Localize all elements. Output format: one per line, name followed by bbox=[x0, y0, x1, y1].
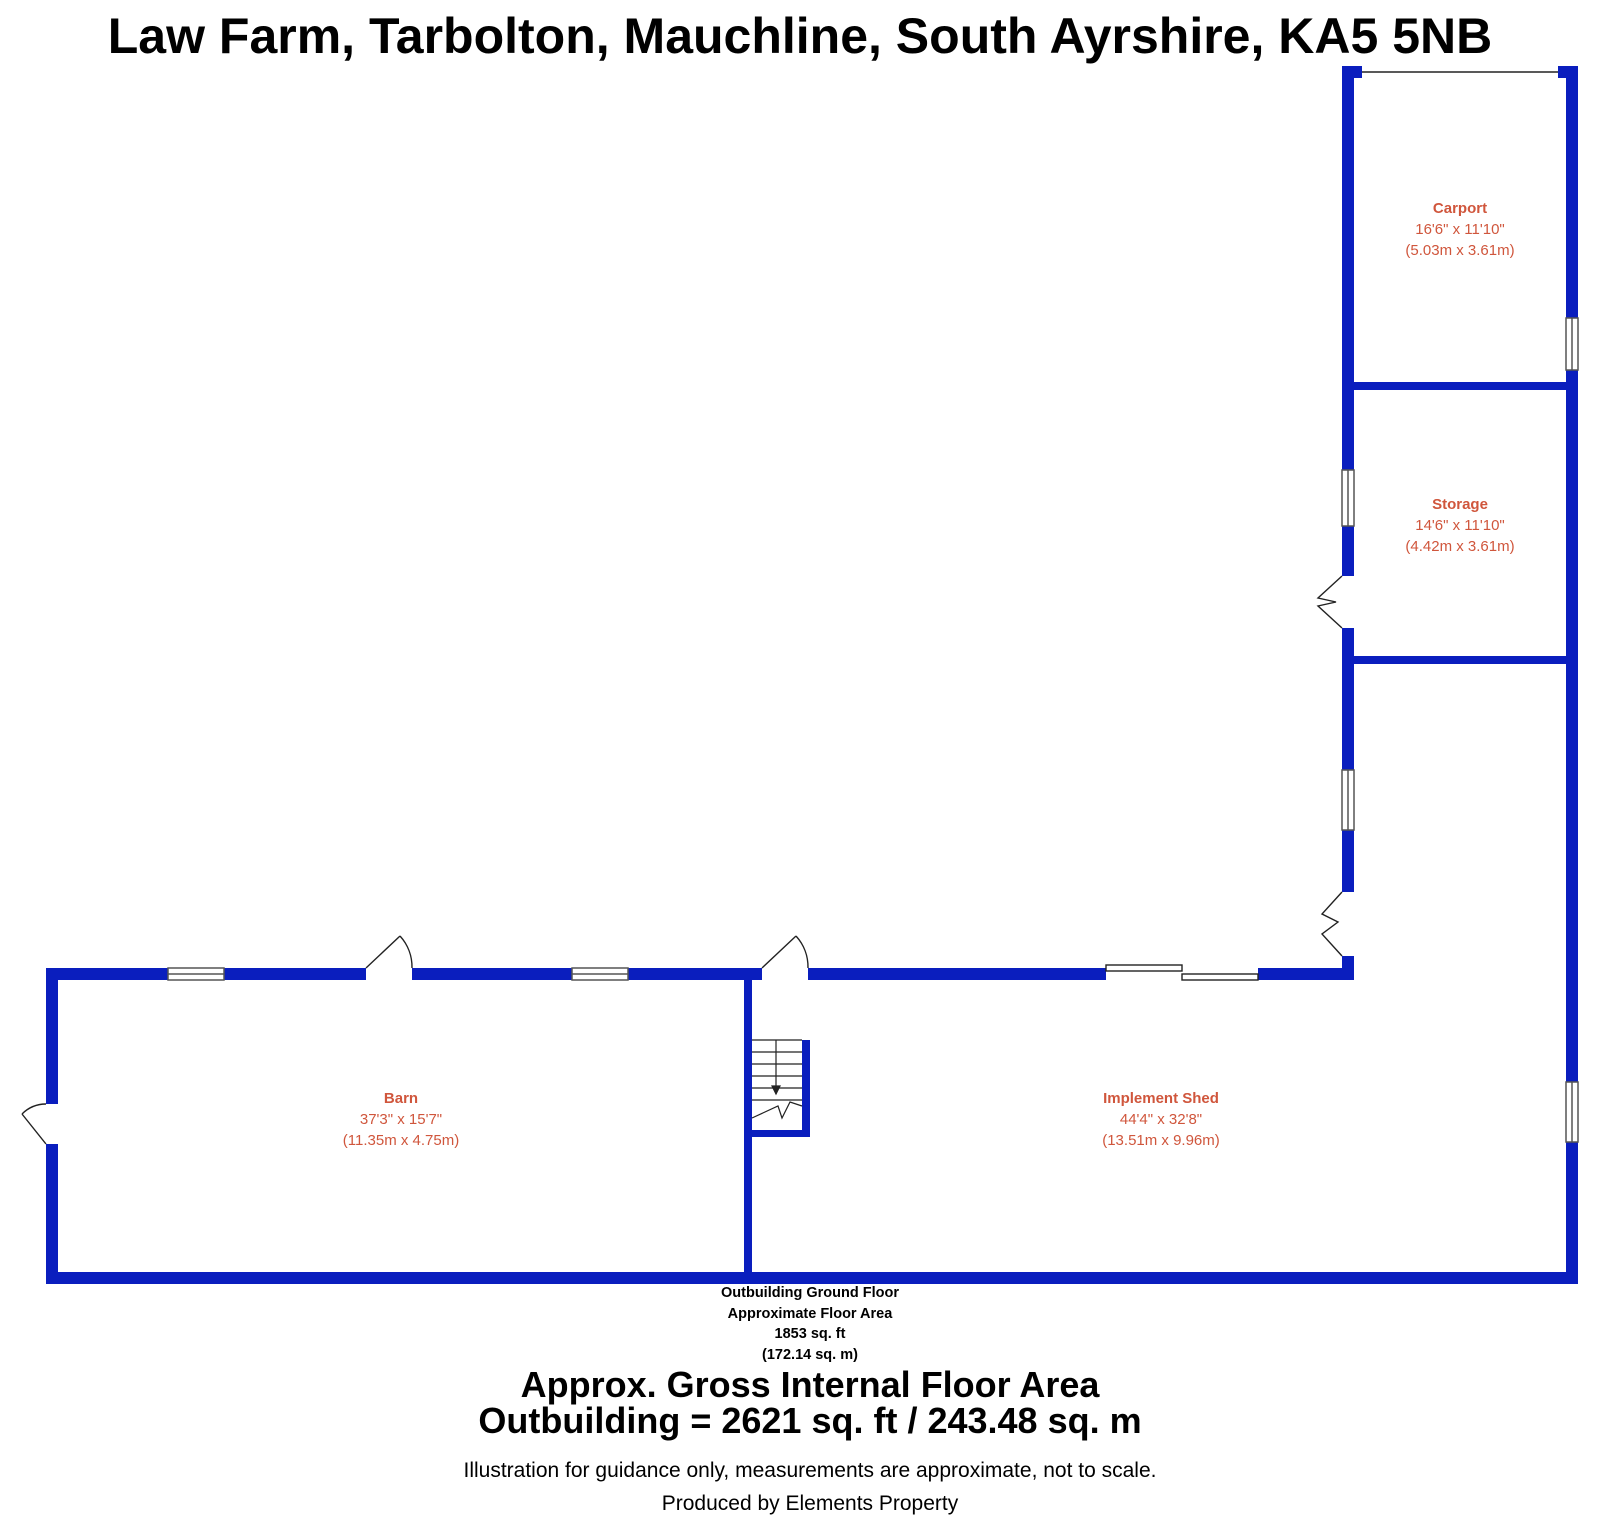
door-storage-double bbox=[1316, 575, 1343, 629]
floor-area-label: Approximate Floor Area bbox=[727, 1305, 893, 1322]
door-shed-north-leaf bbox=[761, 935, 797, 969]
stair-arrow-icon bbox=[771, 1085, 781, 1096]
openings bbox=[21, 71, 1558, 1145]
gross-area-line2: Outbuilding = 2621 sq. ft / 243.48 sq. m bbox=[478, 1400, 1142, 1441]
door-barn-west-leaf bbox=[21, 1113, 47, 1145]
staircase bbox=[751, 1039, 803, 1120]
gross-area-line1: Approx. Gross Internal Floor Area bbox=[520, 1364, 1100, 1405]
wall-top-right-stub bbox=[1558, 66, 1578, 78]
door-barn-west-arc bbox=[21, 1103, 47, 1115]
disclaimer: Illustration for guidance only, measurem… bbox=[463, 1459, 1157, 1482]
wall-west-middle bbox=[1342, 628, 1354, 892]
credit: Produced by Elements Property bbox=[661, 1492, 959, 1515]
sliding-door-1 bbox=[1105, 964, 1183, 972]
door-barn-north-arc bbox=[399, 935, 413, 969]
room-shed-metric: (13.51m x 9.96m) bbox=[1102, 1132, 1220, 1149]
floor-area-sqft: 1853 sq. ft bbox=[774, 1326, 846, 1342]
room-storage-imperial: 14'6" x 11'10" bbox=[1415, 517, 1505, 534]
wall-south bbox=[46, 1272, 1578, 1284]
wall-barn-west-lower bbox=[46, 1144, 58, 1284]
wall-top-left-stub bbox=[1342, 66, 1362, 78]
wall-north-4 bbox=[1258, 968, 1354, 980]
room-barn-imperial: 37'3" x 15'7" bbox=[360, 1111, 442, 1128]
wall-west-upper bbox=[1342, 66, 1354, 576]
walls bbox=[46, 66, 1578, 1284]
room-barn-metric: (11.35m x 4.75m) bbox=[343, 1132, 459, 1149]
room-storage-name: Storage bbox=[1432, 496, 1488, 513]
room-carport-metric: (5.03m x 3.61m) bbox=[1405, 242, 1514, 259]
room-barn-name: Barn bbox=[384, 1090, 418, 1107]
room-labels: Carport 16'6" x 11'10" (5.03m x 3.61m) S… bbox=[343, 200, 1515, 1149]
floor-name: Outbuilding Ground Floor bbox=[721, 1285, 899, 1301]
wall-barn-west-upper bbox=[46, 968, 58, 1104]
room-shed-imperial: 44'4" x 32'8" bbox=[1120, 1111, 1202, 1128]
door-barn-north-leaf bbox=[365, 935, 401, 969]
wall-stair-south bbox=[744, 1130, 810, 1137]
door-shed-west-double bbox=[1320, 891, 1343, 957]
wall-stair-east bbox=[802, 1040, 810, 1136]
room-carport-imperial: 16'6" x 11'10" bbox=[1415, 221, 1505, 238]
room-shed-name: Implement Shed bbox=[1103, 1090, 1219, 1107]
floor-area-info: Outbuilding Ground Floor Approximate Flo… bbox=[600, 1283, 1020, 1365]
room-storage-metric: (4.42m x 3.61m) bbox=[1405, 538, 1514, 555]
stair-break-line bbox=[751, 1101, 803, 1120]
room-carport-name: Carport bbox=[1433, 200, 1487, 217]
wall-storage-shed bbox=[1342, 656, 1578, 664]
wall-carport-storage bbox=[1342, 382, 1578, 390]
door-shed-north-arc bbox=[795, 935, 809, 969]
wall-barn-shed bbox=[744, 968, 752, 1284]
floor-area-sqm: (172.14 sq. m) bbox=[762, 1346, 858, 1363]
gross-area: Approx. Gross Internal Floor Area Outbui… bbox=[0, 1367, 1600, 1439]
wall-north-3 bbox=[808, 968, 1106, 980]
sliding-door-2 bbox=[1181, 973, 1259, 981]
windows bbox=[167, 317, 1579, 1143]
page-title: Law Farm, Tarbolton, Mauchline, South Ay… bbox=[107, 8, 1493, 64]
